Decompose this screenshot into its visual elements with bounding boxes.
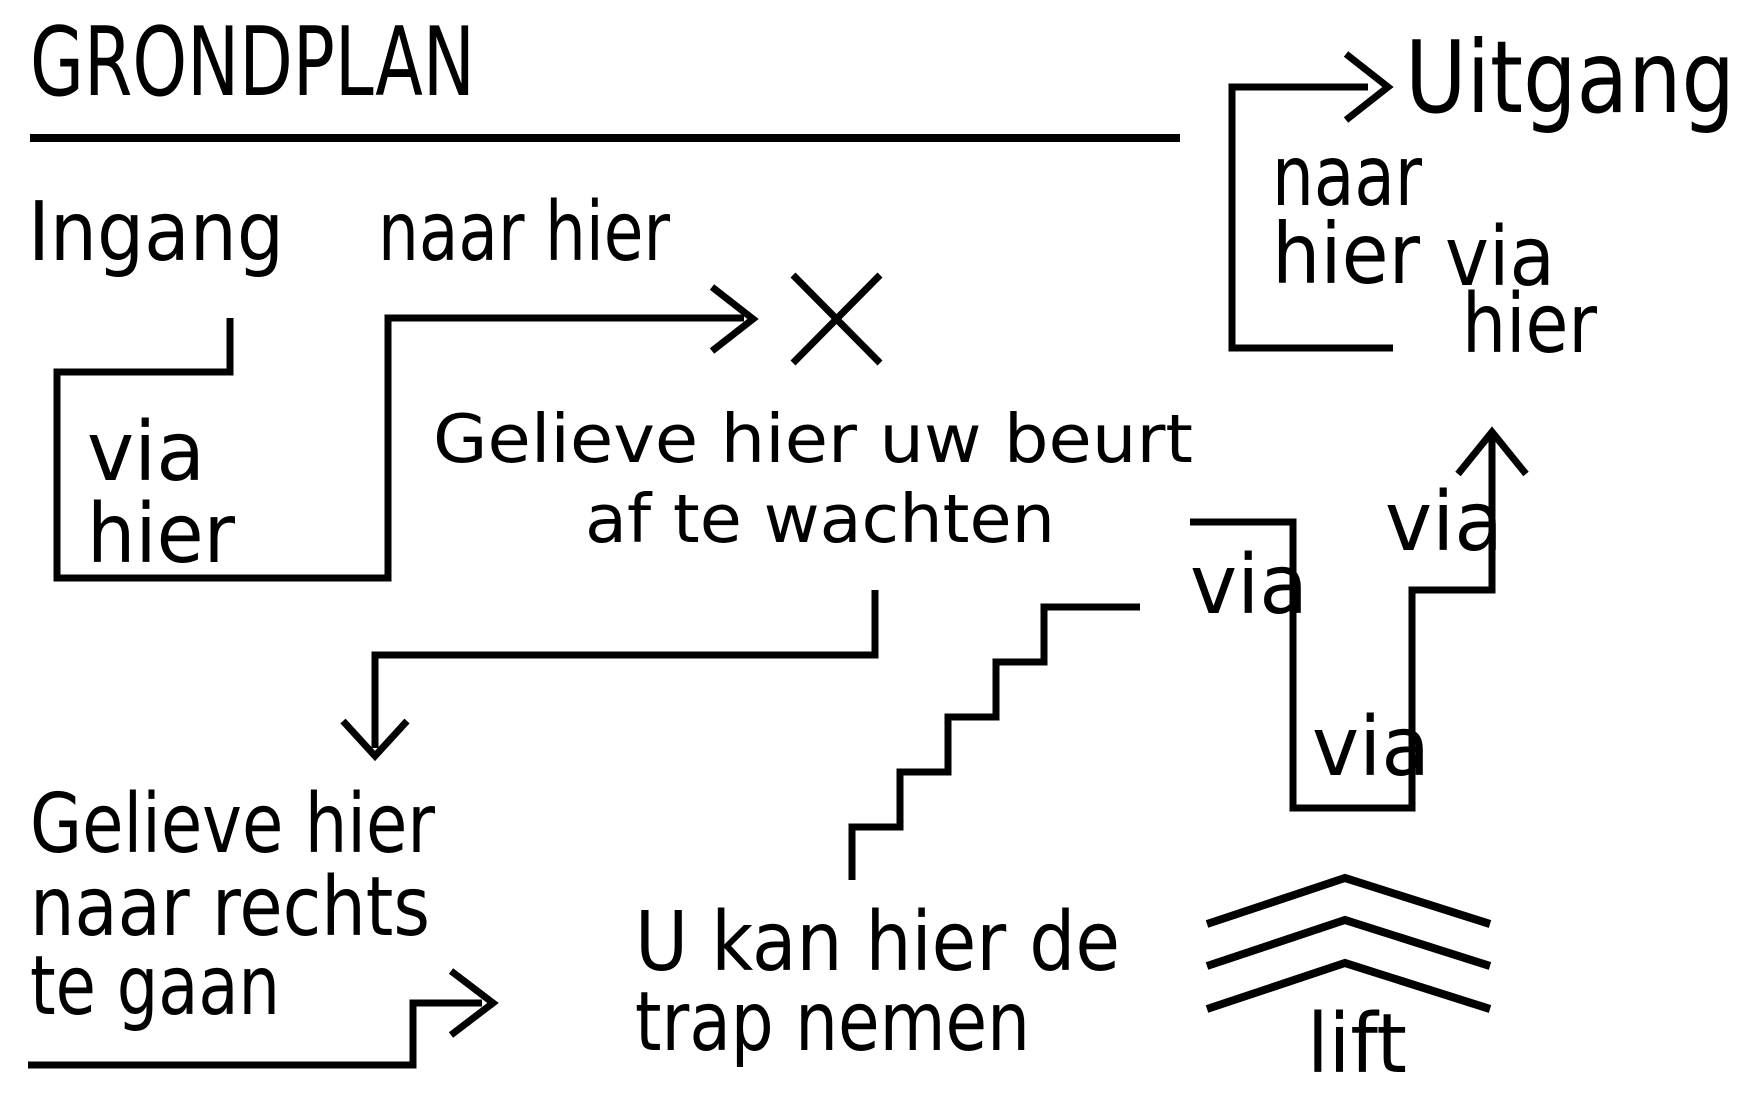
via-left-line2: hier xyxy=(87,487,235,582)
via-up-arrow-label: via xyxy=(1385,475,1503,570)
page-title: GRONDPLAN xyxy=(30,8,475,118)
arrow-right-icon xyxy=(709,284,759,354)
entrance-route-line xyxy=(53,314,744,582)
x-mark-icon xyxy=(790,272,883,366)
go-right-route-line xyxy=(28,999,482,1069)
go-right-line2: naar rechts xyxy=(30,860,430,955)
via-top-right-line2: hier xyxy=(1462,277,1597,372)
wait-here-line2: af te wachten xyxy=(585,480,1055,558)
arrow-right-exit-icon xyxy=(1343,51,1394,123)
go-right-line3: te gaan xyxy=(30,939,280,1034)
exit-label: Uitgang xyxy=(1405,19,1735,136)
stairs-label-line1: U kan hier de xyxy=(635,895,1120,990)
entrance-label: Ingang xyxy=(28,185,284,280)
via-bottom-label: via xyxy=(1312,700,1430,795)
lift-icon xyxy=(1205,873,1492,1013)
via-left-line1: via xyxy=(87,405,205,500)
arrow-right-small-icon xyxy=(448,968,499,1038)
go-right-line1: Gelieve hier xyxy=(30,777,435,872)
lift-chevron-1 xyxy=(1205,873,1492,928)
lift-chevron-2 xyxy=(1205,915,1492,970)
stairs-label-line2: trap nemen xyxy=(635,975,1030,1070)
to-here-top-left-label: naar hier xyxy=(378,185,670,280)
wait-here-line1: Gelieve hier uw beurt xyxy=(433,400,1193,478)
lift-chevron-3 xyxy=(1205,958,1492,1013)
to-here-top-right-line2: hier xyxy=(1272,205,1420,303)
lift-label: lift xyxy=(1307,997,1407,1092)
via-top-right-line1: via xyxy=(1445,210,1555,305)
wait-route-line xyxy=(371,590,879,748)
to-here-top-right-line1: naar xyxy=(1272,127,1422,225)
lift-route-line xyxy=(1190,437,1496,812)
arrow-down-icon xyxy=(340,718,410,762)
via-middle-label: via xyxy=(1190,538,1308,633)
arrow-up-icon xyxy=(1455,426,1529,477)
exit-route-line xyxy=(1228,83,1393,352)
stairs-icon xyxy=(848,603,1140,880)
